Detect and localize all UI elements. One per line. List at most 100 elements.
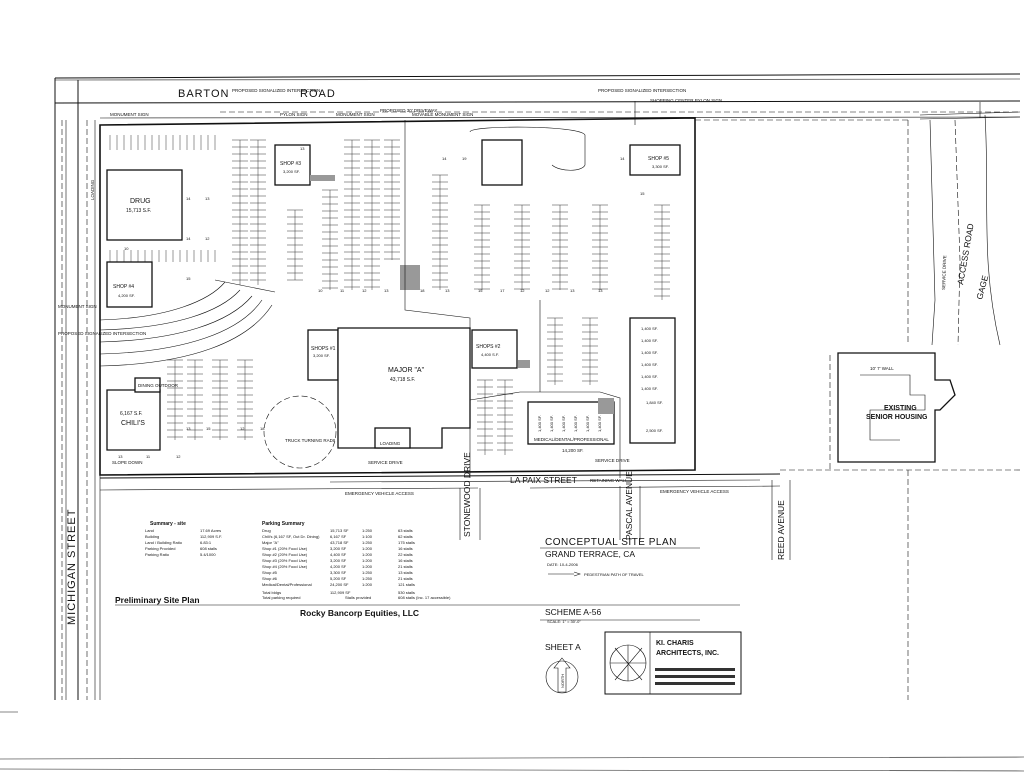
suite-label: 1,400 SF. [573,415,578,432]
site-boundary [99,117,908,476]
architect-name-2: ARCHITECTS, INC. [656,650,719,657]
buildings [106,126,956,463]
stall-count-label: 11 [146,454,151,459]
pedestrian-path-legend: PEDESTRIAN PATH OF TRAVEL [584,572,644,577]
scheme-label: SCHEME A-56 [545,607,601,617]
access-road [780,114,1020,700]
emergency-access-note-2: EMERGENCY VEHICLE ACCESS [660,489,729,494]
stall-count-label: 15 [478,288,483,293]
senior-housing-label-2: SENIOR HOUSING [866,414,928,421]
parking-row-sf: 4,200 SF [330,564,347,569]
stall-count-label: 18 [260,426,265,431]
major-a-sf: 43,718 S.F. [390,377,415,383]
parking-row-ratio: 1:200 [362,564,373,569]
parking-row-sf: 3,200 SF [330,558,347,563]
parking-row-label: Shop #2 (20% Food Use) [262,552,308,557]
parking-row-stalls: 21 stalls [398,576,413,581]
stall-count-label: 12 [205,236,210,241]
shop-3-sf: 3,200 SF. [283,169,300,174]
parking-row-label: Shop #1 (20% Food Use) [262,546,308,551]
site-summary-table: Land 17.69 Acres Building 112,909 S.F. L… [145,528,222,557]
scale-label: SCALE: 1" = 30'-0" [547,619,581,624]
parking-row-stalls: 175 stalls [398,540,415,545]
parking-row-label: Drug [262,528,271,533]
shop-5-label: SHOP #5 [648,156,669,162]
shops-1-building [307,329,339,381]
movable-monument-note: MOVABLE MONUMENT SIGN [412,112,473,117]
stall-count-label: 19 [462,156,467,161]
shops-1-label: SHOPS #1 [311,346,336,352]
architect-logo-icon [609,644,735,685]
plan-date: DATE: 10-4-2006 [547,562,579,567]
la-paix-street [99,473,791,560]
shopping-pylon-note: SHOPPING CENTER PYLON SIGN [650,98,722,103]
retaining-wall-note: RETAINING WALL [590,478,628,483]
loading-dock [374,427,411,449]
stall-count-label: 13 [118,454,123,459]
shops-2-building [471,329,518,369]
parking-row-label: Chili's (6,167 SF, Out Dr. Dining) [262,534,320,539]
parking-required-label: Total parking required [262,595,300,600]
plan-title: CONCEPTUAL SITE PLAN [545,537,677,548]
stall-count-label: 10 [124,246,129,251]
la-paix-street-label: LA PAIX STREET [510,475,577,485]
site-summary-label: Land [145,528,154,533]
senior-housing-label-1: EXISTING [884,405,917,412]
proposed-signal-note-3: PROPOSED SIGNALIZED INTERSECTION [58,331,146,336]
parking-summary-title: Parking Summary [262,521,305,527]
shop-3-label: SHOP #3 [280,161,301,167]
shops-1-sf: 3,200 SF. [313,353,330,358]
stall-count-label: 11 [340,288,345,293]
site-summary-label: Parking Provided [145,546,175,551]
slope-note: SLOPE DOWN [112,460,143,465]
suite-label: 1,400 SF. [641,338,658,343]
stall-count-label: 15 [186,276,191,281]
site-summary-value: 5.4/1000 [200,552,216,557]
stall-count-label: 12 [240,426,245,431]
proposed-signal-note-2: PROPOSED SIGNALIZED INTERSECTION [598,88,686,93]
sheet-label: SHEET A [545,642,581,652]
suite-label: 1,400 SF. [641,374,658,379]
parking-row-stalls: 21 stalls [398,564,413,569]
suite-label: 1,400 SF. [537,415,542,432]
stall-count-label: 13 [384,288,389,293]
medical-note: MEDICAL/DENTAL/PROFESSIONAL [534,437,609,442]
pedestrian-path [404,120,621,478]
parking-row-sf: 6,167 SF [330,534,347,539]
title-block-lines [115,547,742,695]
chilis-sf: 6,167 S.F. [120,411,143,417]
stall-count-label: 12 [362,288,367,293]
suite-label: 1,400 SF. [549,415,554,432]
shop-4-building [106,261,153,308]
parking-row-ratio: 1:200 [362,546,373,551]
stall-count-label: 14 [186,196,191,201]
stall-count-label: 14 [620,156,625,161]
north-arrow-icon [545,657,579,694]
parking-row-sf: 4,400 SF [330,552,347,557]
service-drive-note-2: SERVICE DRIVE [595,458,630,463]
parking-row-sf: 5,200 SF [330,576,347,581]
parking-row-stalls: 63 stalls [398,528,413,533]
truck-turning-circle [263,395,337,469]
barton-road-label-2: ROAD [300,88,336,100]
suites-building [629,317,676,444]
shop-4-label: SHOP #4 [113,284,134,290]
loading-note-1: LOADING [380,441,401,446]
suite-label: 1,400 SF. [597,415,602,432]
pascal-avenue-label: PASCAL AVENUE [624,471,634,540]
stall-count-label: 13 [570,288,575,293]
parking-row-ratio: 1:250 [362,570,373,575]
parking-row-stalls: 22 stalls [398,552,413,557]
site-summary-value: 112,909 S.F. [200,534,222,539]
parking-row-ratio: 1:200 [362,558,373,563]
loading-note-2: LOADING [90,179,95,200]
site-summary-value: 608 stalls [200,546,217,551]
site-summary-label: Building [145,534,159,539]
parking-row-label: Medical/Dental/Professional [262,582,312,587]
parking-stalls [109,135,670,455]
developer-label: Rocky Bancorp Equities, LLC [300,608,419,618]
suite-label: 1,400 SF. [641,386,658,391]
medical-sf-note: 14,200 SF. [562,448,584,453]
parking-row-stalls: 16 stalls [398,558,413,563]
barton-road-label-1: BARTON [178,88,229,100]
